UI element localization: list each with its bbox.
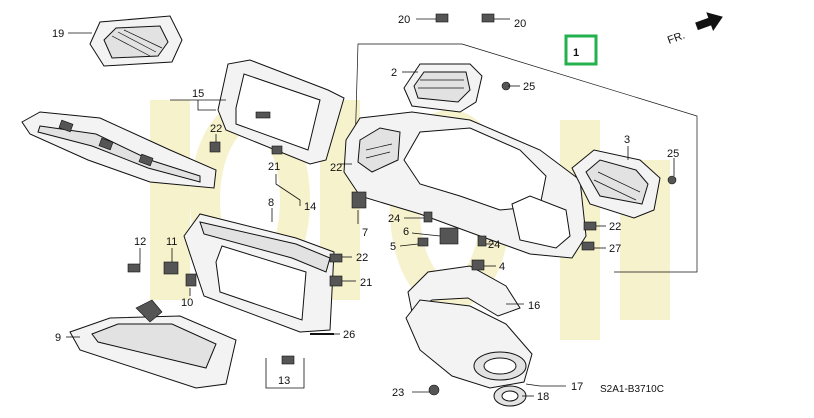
callout-21a: 21 xyxy=(268,161,280,173)
callout-6: 6 xyxy=(403,226,409,238)
callout-16: 16 xyxy=(528,300,540,312)
part-2-vent xyxy=(403,63,483,113)
direction-label: FR. xyxy=(666,29,687,46)
callout-25a: 25 xyxy=(523,81,535,93)
callout-27: 27 xyxy=(609,243,621,255)
callout-2: 2 xyxy=(391,67,397,79)
arrow-right-icon xyxy=(695,12,723,31)
assembly-frame xyxy=(354,43,698,273)
callout-22c: 22 xyxy=(356,252,368,264)
highlight-box xyxy=(564,34,598,66)
callout-23: 23 xyxy=(392,387,404,399)
callout-25b: 25 xyxy=(667,148,679,160)
part-9-lid xyxy=(69,299,237,389)
part-18-ring xyxy=(493,385,527,407)
callout-21b: 21 xyxy=(360,277,372,289)
callout-17: 17 xyxy=(571,381,583,393)
callout-20a: 20 xyxy=(398,14,410,26)
callout-10: 10 xyxy=(181,297,193,309)
callout-24a: 24 xyxy=(388,213,400,225)
callout-19: 19 xyxy=(52,28,64,40)
part-19-vent xyxy=(89,15,183,67)
callout-8: 8 xyxy=(268,197,274,209)
part-14-hood xyxy=(217,59,345,165)
small-parts xyxy=(127,13,677,396)
callout-3: 3 xyxy=(624,134,630,146)
callout-26: 26 xyxy=(343,329,355,341)
callout-15: 15 xyxy=(192,88,204,100)
callout-22d: 22 xyxy=(609,221,621,233)
callout-22a: 22 xyxy=(210,123,222,135)
part-3-vent xyxy=(571,149,661,219)
callout-14: 14 xyxy=(304,201,316,213)
callout-20b: 20 xyxy=(514,18,526,30)
diagram-code: S2A1-B3710C xyxy=(600,384,664,395)
callout-22b: 22 xyxy=(330,162,342,174)
part-15-panel xyxy=(21,111,217,189)
leader-lines xyxy=(66,18,675,397)
callout-labels: 1 2 3 4 5 6 7 8 9 10 11 12 13 14 15 16 1… xyxy=(52,14,679,403)
part-1-dashboard xyxy=(343,111,587,259)
callout-5: 5 xyxy=(390,241,396,253)
callout-11: 11 xyxy=(166,236,177,248)
callout-9: 9 xyxy=(55,332,61,344)
callout-13: 13 xyxy=(278,375,290,387)
callout-1: 1 xyxy=(573,47,579,59)
callout-4: 4 xyxy=(499,261,505,273)
part-17-column xyxy=(405,299,533,389)
callout-18: 18 xyxy=(537,391,549,403)
part-8-frame xyxy=(183,213,335,333)
callout-7: 7 xyxy=(362,227,368,239)
callout-24b: 24 xyxy=(488,239,500,251)
callout-12: 12 xyxy=(134,236,146,248)
